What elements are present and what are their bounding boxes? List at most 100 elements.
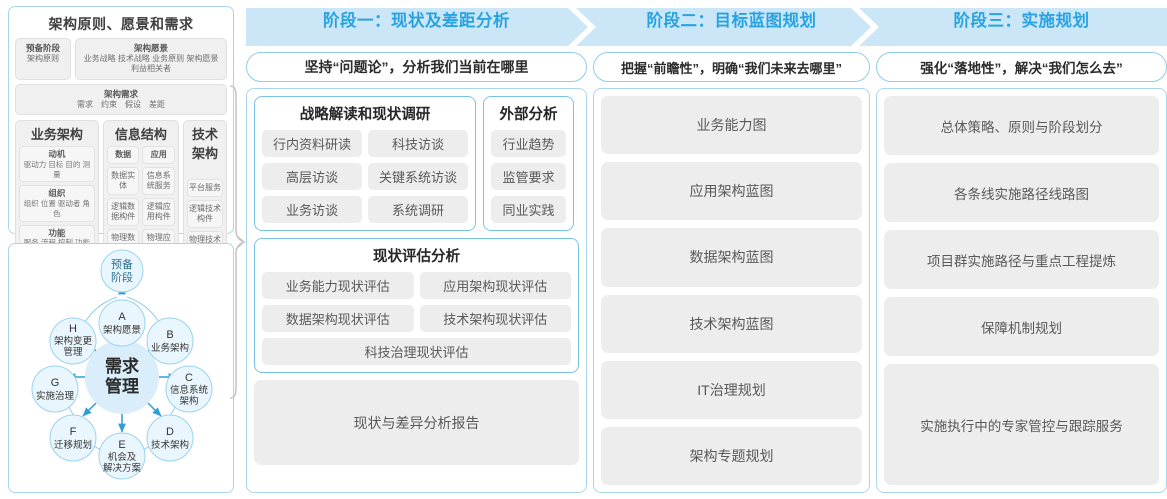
blueprint-item-business-capability-map[interactable]: 业务能力图: [601, 96, 862, 155]
phase-1-body: 战略解读和现状调研 行内资料研读 科技访谈 高层访谈 关键系统访谈 业务访谈 系…: [246, 88, 587, 493]
svg-text:阶段: 阶段: [111, 270, 133, 284]
phase-1-subtitle: 坚持“问题论”，分析我们当前在哪里: [246, 52, 587, 82]
phase-1-column: 坚持“问题论”，分析我们当前在哪里 战略解读和现状调研 行内资料研读 科技访谈 …: [246, 52, 587, 493]
phase-1-header: 阶段一：现状及差距分析: [323, 12, 510, 30]
phase-2-body: 业务能力图 应用架构蓝图 数据架构蓝图 技术架构蓝图 IT治理规划 架构专题规划: [593, 88, 870, 493]
svg-text:架构: 架构: [179, 395, 198, 407]
svg-text:C: C: [185, 372, 193, 384]
pillar-information-title: 信息结构: [114, 127, 167, 143]
phase-3-subtitle: 强化“落地性”，解决“我们怎么去”: [876, 52, 1167, 82]
survey-item-exec-interview[interactable]: 高层访谈: [262, 163, 362, 190]
phase-2-subtitle: 把握“前瞻性”，明确“我们未来去哪里”: [593, 52, 870, 82]
bracket-connector-icon: [229, 85, 246, 399]
prep-phase-title: 预备阶段: [25, 43, 60, 53]
svg-text:解决方案: 解决方案: [103, 462, 142, 474]
implementation-item-overall-strategy[interactable]: 总体策略、原则与阶段划分: [884, 96, 1159, 156]
blueprint-item-application-architecture[interactable]: 应用架构蓝图: [601, 162, 862, 221]
phase-3-column: 强化“落地性”，解决“我们怎么去” 总体策略、原则与阶段划分 各条线实施路径线路…: [876, 52, 1167, 493]
info-data-title: 数据: [106, 146, 140, 165]
framework-title: 架构原则、愿景和需求: [48, 16, 194, 32]
external-item-industry-trend[interactable]: 行业趋势: [491, 130, 566, 157]
implementation-item-line-roadmap[interactable]: 各条线实施路径线路图: [884, 163, 1159, 223]
assessment-item-technical-arch[interactable]: 技术架构现状评估: [419, 305, 571, 332]
implementation-item-program-path[interactable]: 项目群实施路径与重点工程提炼: [884, 230, 1159, 290]
adm-cycle-diagram: 需求 管理 预备 阶段 A 架构愿景 B 业务架构 C 信息系统 架构: [31, 249, 213, 480]
svg-text:预备: 预备: [111, 257, 133, 271]
pillar-technical-architecture: 技术架构 平台服务 逻辑技术构件 物理技术构件: [183, 120, 227, 265]
adm-node-f: [49, 414, 97, 462]
tech-logical-component: 逻辑技术构件: [187, 200, 223, 229]
survey-item-business-interview[interactable]: 业务访谈: [262, 196, 362, 223]
gap-analysis-report-tile[interactable]: 现状与差异分析报告: [254, 380, 579, 465]
pillar-business-title: 业务架构: [30, 127, 83, 143]
phase-2-header: 阶段二：目标蓝图规划: [646, 12, 817, 30]
assessment-item-data-arch[interactable]: 数据架构现状评估: [262, 305, 414, 332]
svg-text:架构愿景: 架构愿景: [103, 324, 141, 336]
adm-node-c: [165, 365, 213, 413]
information-column-application: 应用 信息系统服务 逻辑应用构件 物理应用构件: [142, 146, 176, 258]
external-item-regulatory[interactable]: 监管要求: [491, 163, 566, 190]
framework-top-row: 预备阶段 架构原则 架构愿景 业务战略 技术战略 业务原则 架构愿景 利益相关者: [15, 38, 227, 80]
svg-text:技术架构: 技术架构: [151, 439, 189, 451]
adm-node-b: [146, 317, 194, 365]
assessment-title: 现状评估分析: [373, 249, 460, 265]
business-group-motivation-title: 动机: [48, 149, 66, 160]
phase-3-body: 总体策略、原则与阶段划分 各条线实施路径线路图 项目群实施路径与重点工程提炼 保…: [876, 88, 1167, 493]
svg-text:业务架构: 业务架构: [151, 342, 189, 354]
togaf-framework-box: 架构原则、愿景和需求 预备阶段 架构原则 架构愿景 业务战略 技术战略 业务原则…: [8, 6, 234, 324]
architecture-vision-sub: 业务战略 技术战略 业务原则 架构愿景 利益相关者: [83, 54, 219, 74]
blueprint-item-technical-architecture[interactable]: 技术架构蓝图: [601, 294, 862, 353]
svg-text:A: A: [118, 311, 126, 323]
svg-text:E: E: [118, 439, 125, 451]
business-group-organization-sub: 组织 位置 驱动者 角色: [23, 199, 91, 218]
current-state-assessment-card: 现状评估分析 业务能力现状评估 应用架构现状评估 数据架构现状评估 技术架构现状…: [254, 238, 579, 373]
svg-text:管理: 管理: [63, 346, 83, 358]
assessment-item-business-capability[interactable]: 业务能力现状评估: [262, 272, 414, 299]
pillar-technical-title: 技术架构: [191, 127, 218, 162]
survey-item-key-system-interview[interactable]: 关键系统访谈: [368, 163, 468, 190]
survey-item-system-research[interactable]: 系统调研: [368, 196, 468, 223]
assessment-item-application-arch[interactable]: 应用架构现状评估: [419, 272, 571, 299]
svg-text:机会及: 机会及: [108, 451, 137, 463]
blueprint-item-it-governance[interactable]: IT治理规划: [601, 360, 862, 419]
assessment-item-tech-governance[interactable]: 科技治理现状评估: [262, 338, 571, 365]
adm-node-h: [49, 317, 97, 365]
prep-phase-sub: 架构原则: [27, 54, 59, 64]
business-group-function-sub: 服务 流程 控制 功能: [21, 238, 93, 248]
information-column-data: 数据 数据实体 逻辑数据构件 物理数据构件: [106, 146, 140, 258]
adm-node-a: [98, 299, 146, 347]
architecture-requirements-sub: 需求 约束 假设 差距: [77, 99, 165, 109]
business-group-function-title: 功能: [48, 227, 66, 238]
implementation-item-assurance-mechanism[interactable]: 保障机制规划: [884, 297, 1159, 357]
adm-center-label-line2: 管理: [105, 376, 139, 396]
adm-node-prep: [100, 249, 144, 293]
svg-text:架构变更: 架构变更: [54, 335, 93, 347]
adm-center-circle: [85, 340, 159, 414]
business-group-motivation: 动机 驱动力 目标 目的 测量: [19, 146, 95, 183]
prep-phase-cell: 预备阶段 架构原则: [15, 38, 71, 80]
survey-item-tech-interview[interactable]: 科技访谈: [368, 130, 468, 157]
external-analysis-card: 外部分析 行业趋势 监管要求 同业实践: [483, 96, 574, 231]
info-data-entity: 数据实体: [106, 167, 140, 196]
info-system-service: 信息系统服务: [142, 167, 176, 196]
business-group-organization: 组织 组织 位置 驱动者 角色: [19, 185, 95, 222]
blueprint-item-data-architecture[interactable]: 数据架构蓝图: [601, 228, 862, 287]
svg-text:信息系统: 信息系统: [170, 384, 209, 396]
svg-text:B: B: [166, 329, 173, 341]
info-app-title: 应用: [142, 146, 176, 165]
blueprint-item-architecture-topics[interactable]: 架构专题规划: [601, 426, 862, 486]
business-group-motivation-sub: 驱动力 目标 目的 测量: [23, 159, 91, 179]
implementation-item-expert-tracking[interactable]: 实施执行中的专家管控与跟踪服务: [884, 364, 1159, 486]
svg-text:F: F: [70, 426, 77, 438]
adm-node-d: [146, 414, 194, 462]
info-logical-app-component: 逻辑应用构件: [142, 198, 176, 227]
architecture-vision-cell: 架构愿景 业务战略 技术战略 业务原则 架构愿景 利益相关者: [75, 38, 227, 80]
adm-center-label-line1: 需求: [105, 356, 139, 376]
phase-2-column: 把握“前瞻性”，明确“我们未来去哪里” 业务能力图 应用架构蓝图 数据架构蓝图 …: [593, 52, 870, 493]
svg-text:实施治理: 实施治理: [36, 390, 75, 402]
svg-text:迁移规划: 迁移规划: [54, 439, 92, 451]
external-item-peer-practice[interactable]: 同业实践: [491, 196, 566, 223]
svg-text:D: D: [166, 426, 174, 438]
survey-item-internal-docs[interactable]: 行内资料研读: [262, 130, 362, 157]
